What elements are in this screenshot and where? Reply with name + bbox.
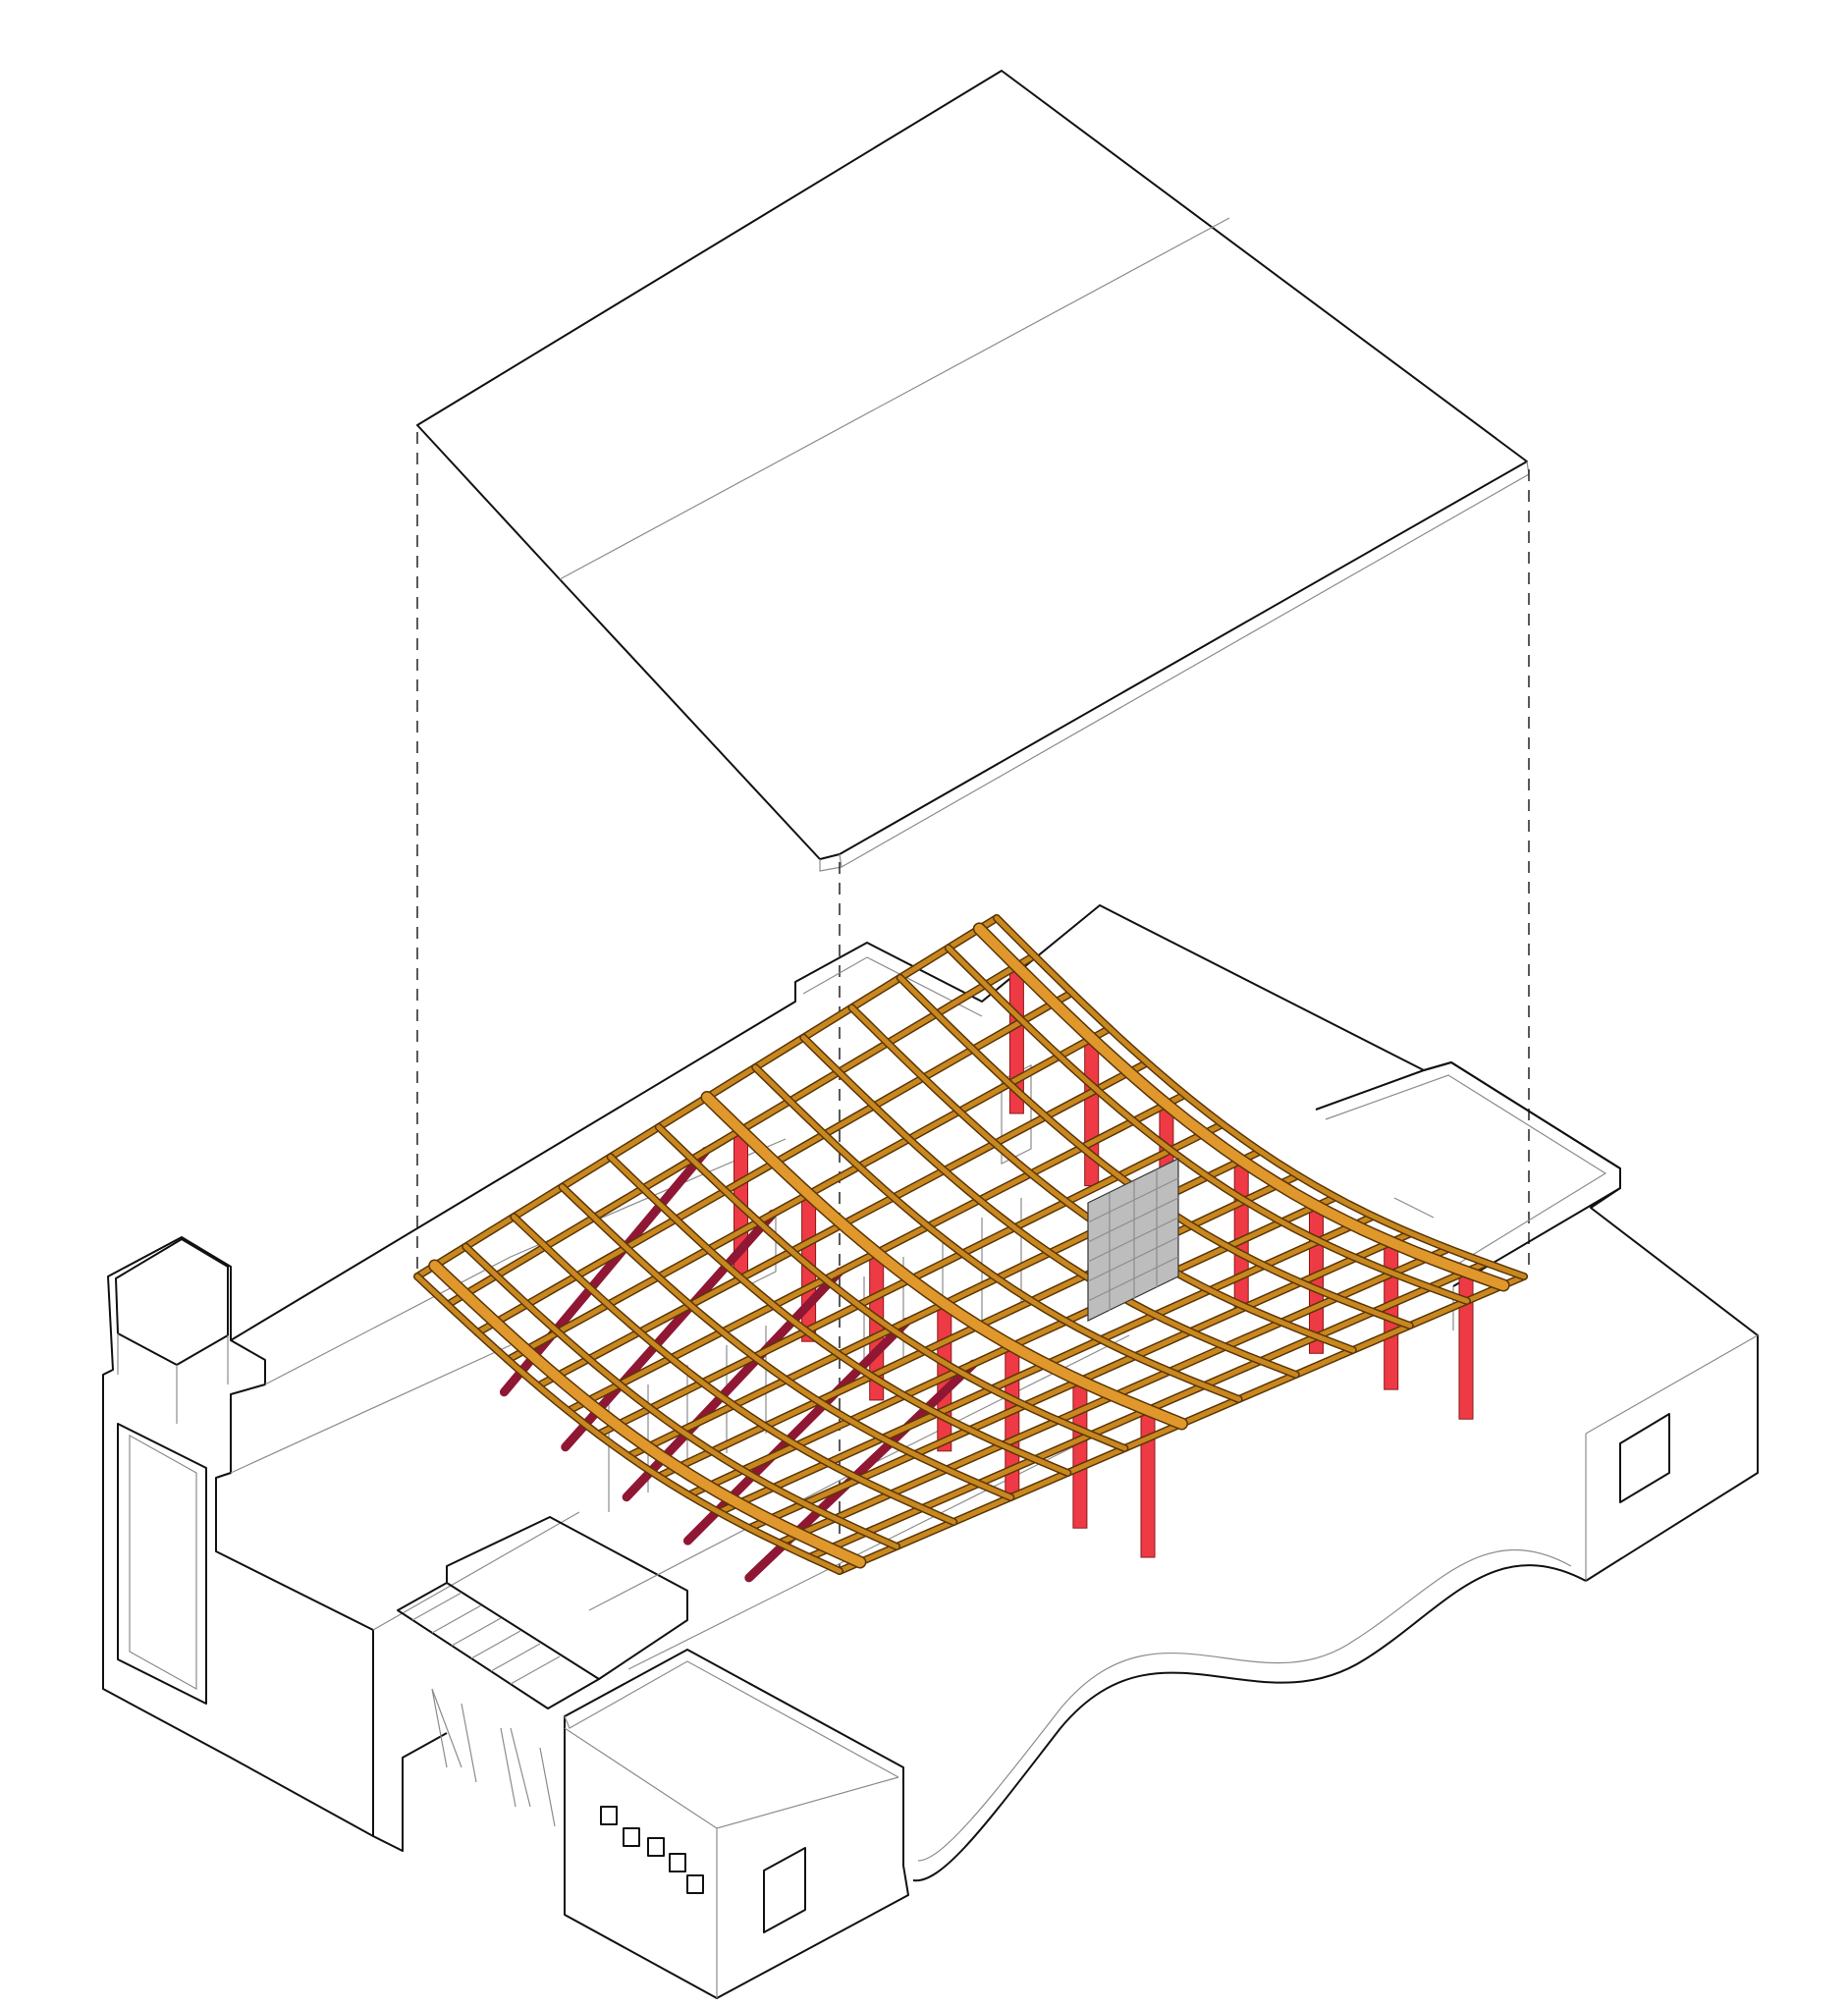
tower-window-panel	[117, 1423, 207, 1705]
timber-column	[1458, 1271, 1474, 1420]
base-inner-line	[802, 956, 983, 1017]
left-wall-base	[372, 1732, 448, 1852]
roof-panel-surface	[416, 70, 1528, 860]
entrance-canopy-slats	[411, 1592, 561, 1685]
diagonal-brace	[682, 1317, 911, 1546]
masonry-joints	[1087, 1169, 1179, 1311]
timber-rafter	[511, 1214, 956, 1525]
timber-column	[1072, 1380, 1088, 1529]
entrance-posts	[431, 1688, 556, 1827]
window	[686, 1874, 704, 1894]
window	[647, 1837, 665, 1857]
timber-rafter	[560, 1184, 1013, 1500]
building-base	[102, 904, 1759, 1999]
main-girder	[974, 923, 1509, 1290]
right-wing-top	[1315, 1061, 1621, 1287]
window	[669, 1853, 686, 1872]
right-wing-inner	[1325, 1074, 1607, 1268]
entrance-roof-block	[446, 1516, 688, 1680]
entrance-canopy	[397, 1582, 600, 1709]
left-tower	[102, 1236, 374, 1837]
timber-rafter	[994, 915, 1527, 1279]
left-wall	[230, 1138, 787, 1631]
timber-rafter	[608, 1154, 1070, 1476]
roof-right-edge	[841, 461, 1530, 868]
timber-rafter	[414, 1274, 842, 1574]
masonry-infill	[1087, 1158, 1179, 1322]
tower-chimney	[115, 1238, 229, 1366]
window	[600, 1806, 618, 1825]
roof-ridge-line	[559, 217, 1230, 580]
front-block	[564, 1649, 909, 1999]
roof-front-edge	[819, 853, 842, 872]
timber-rafter	[462, 1244, 899, 1549]
main-girder	[702, 1092, 1187, 1429]
front-block-door	[763, 1847, 806, 1933]
timber-rafter	[946, 945, 1470, 1304]
timber-rafter	[800, 1035, 1299, 1378]
curved-plaza-edge	[912, 1564, 1587, 1882]
tower-window-inner	[129, 1434, 197, 1691]
tower-chimney-faces	[117, 1333, 229, 1424]
roof-panel	[416, 70, 1530, 872]
front-block-top	[564, 1660, 899, 1778]
right-wing-door	[1619, 1413, 1670, 1503]
curved-plaza-edge-inner	[917, 1548, 1572, 1862]
main-girder	[429, 1261, 865, 1567]
timber-rafter	[656, 1124, 1127, 1451]
right-wing-face	[1452, 1286, 1759, 1581]
front-block-edge	[564, 1727, 899, 1998]
front-block-windows	[600, 1806, 704, 1894]
timber-rafter	[752, 1064, 1242, 1402]
timber-beam-grid	[413, 914, 1528, 1575]
window	[623, 1827, 640, 1847]
